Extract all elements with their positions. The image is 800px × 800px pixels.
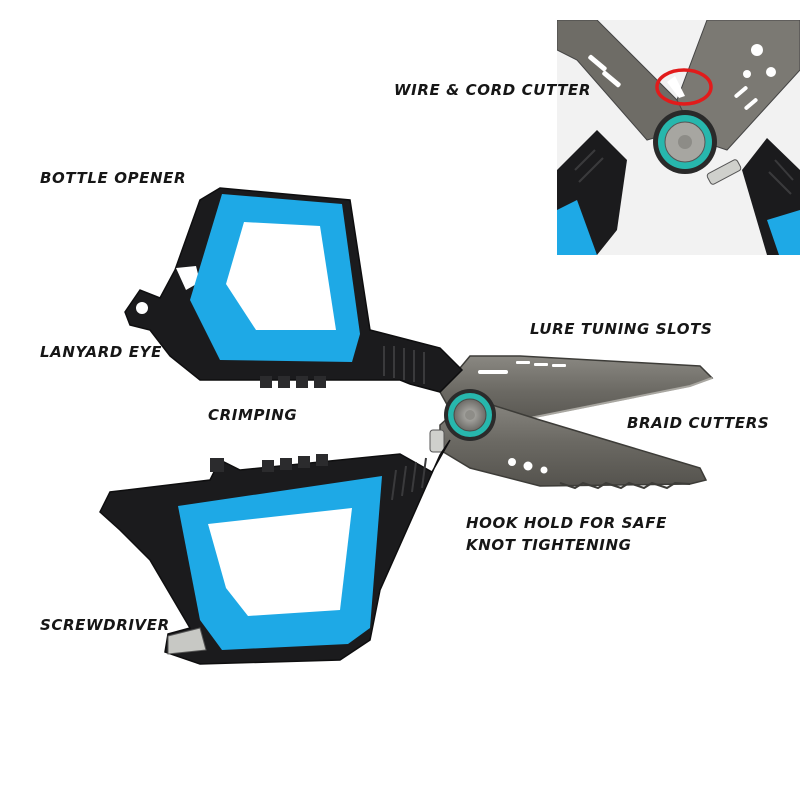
wire-cutter-closeup [557, 20, 800, 255]
lower-handle [99, 439, 451, 665]
hook-hold-holes [508, 458, 548, 474]
label-bottle-opener: BOTTLE OPENER [40, 169, 187, 187]
label-lure-tuning-slots: LURE TUNING SLOTS [530, 320, 713, 338]
label-hook-hold: HOOK HOLD FOR SAFE KNOT TIGHTENING [466, 512, 667, 556]
label-lanyard-eye: LANYARD EYE [40, 343, 162, 361]
label-braid-cutters: BRAID CUTTERS [627, 414, 770, 432]
lower-blade [429, 397, 708, 490]
lanyard-eye-hole [136, 302, 148, 314]
label-hook-hold-line1: HOOK HOLD FOR SAFE [466, 514, 667, 532]
lure-tuning-slots [478, 361, 566, 374]
label-screwdriver: SCREWDRIVER [40, 616, 170, 634]
label-wire-cord-cutter: WIRE & CORD CUTTER [394, 81, 592, 99]
pivot-screw [444, 389, 496, 441]
upper-handle [124, 187, 464, 393]
wire-cutter-highlight-ring [655, 68, 713, 106]
label-hook-hold-line2: KNOT TIGHTENING [466, 536, 632, 554]
bottle-opener-notch [176, 266, 200, 290]
screwdriver-tip [167, 627, 207, 655]
label-crimping: CRIMPING [208, 406, 298, 424]
